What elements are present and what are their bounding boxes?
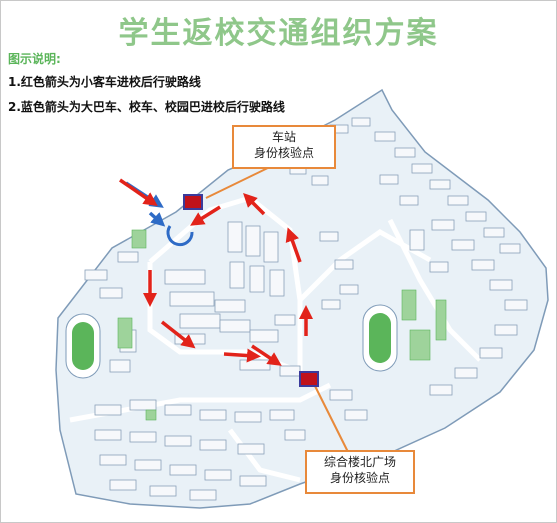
callout-station-subtitle: 身份核验点 xyxy=(253,146,314,160)
sports-field-east xyxy=(362,304,398,372)
callout-plaza-checkpoint: 综合楼北广场 身份核验点 xyxy=(305,450,415,494)
legend-item-red-route: 1.红色箭头为小客车进校后行驶路线 xyxy=(8,75,201,89)
green-spaces xyxy=(117,229,447,421)
callout-plaza-name: 综合楼北广场 xyxy=(323,455,396,469)
red-route-arrows xyxy=(119,178,313,366)
leader-line-station xyxy=(205,163,277,199)
leader-line-plaza xyxy=(313,383,349,453)
callout-plaza-subtitle: 身份核验点 xyxy=(329,471,390,485)
legend-item-blue-route: 2.蓝色箭头为大巴车、校车、校园巴进校后行驶路线 xyxy=(8,100,285,114)
checkpoint-plaza-marker-icon xyxy=(299,371,319,387)
sports-field-west xyxy=(65,313,101,379)
callout-station-checkpoint: 车站 身份核验点 xyxy=(232,125,336,169)
checkpoint-station-marker-icon xyxy=(183,194,203,210)
map-title: 学生返校交通组织方案 xyxy=(118,16,439,51)
legend-heading: 图示说明: xyxy=(8,52,61,66)
callout-station-name: 车站 xyxy=(271,130,296,144)
roundabout-icon xyxy=(166,225,194,247)
